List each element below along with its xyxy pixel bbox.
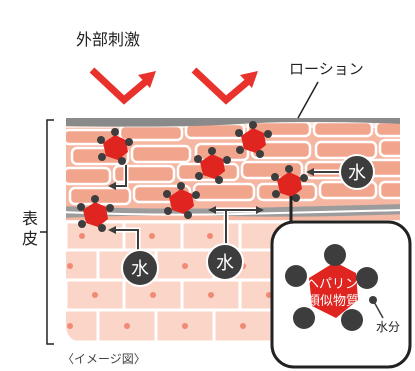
epidermis-label-1: 表 — [22, 209, 38, 228]
flow-arrow-icon — [114, 165, 340, 250]
epidermis-label-2: 皮 — [22, 229, 38, 248]
cell-nuclei — [67, 233, 303, 329]
heparinoid-molecule-icon — [163, 182, 200, 219]
reflected-arrow-icon — [89, 67, 156, 105]
image-note: 〈イメージ図〉 — [62, 352, 146, 366]
water-label: 水 — [348, 163, 366, 184]
zoomed-heparinoid-molecule-icon — [285, 244, 378, 331]
heparinoid-molecule-icon — [77, 195, 114, 232]
water-label: 水 — [216, 253, 234, 274]
water-droplet-icon: 水 — [206, 243, 244, 281]
reflected-arrow-icon — [191, 67, 258, 105]
heparinoid-molecule-icon — [97, 128, 133, 165]
heparinoid-molecule-icon — [235, 121, 272, 158]
lotion-leader-line — [297, 81, 319, 119]
lotion-layer — [66, 118, 400, 127]
water-label: 水 — [131, 259, 149, 280]
heparinoid-molecule-icon — [271, 165, 308, 202]
lotion-label: ローション — [289, 60, 364, 78]
external-stimulus-label: 外部刺激 — [76, 30, 140, 49]
heparinoid-molecule-icon — [194, 147, 231, 184]
water-droplet-icon: 水 — [339, 154, 375, 190]
zoom-callout: ヘパリン 類似物質 水分 — [270, 196, 412, 369]
heparinoid-label-line1: ヘパリン — [306, 277, 358, 292]
epidermis-bracket — [46, 119, 54, 345]
heparinoid-label-line2: 類似物質 — [307, 294, 359, 309]
water-droplet-icon: 水 — [121, 249, 159, 287]
water-component-label: 水分 — [376, 320, 400, 334]
